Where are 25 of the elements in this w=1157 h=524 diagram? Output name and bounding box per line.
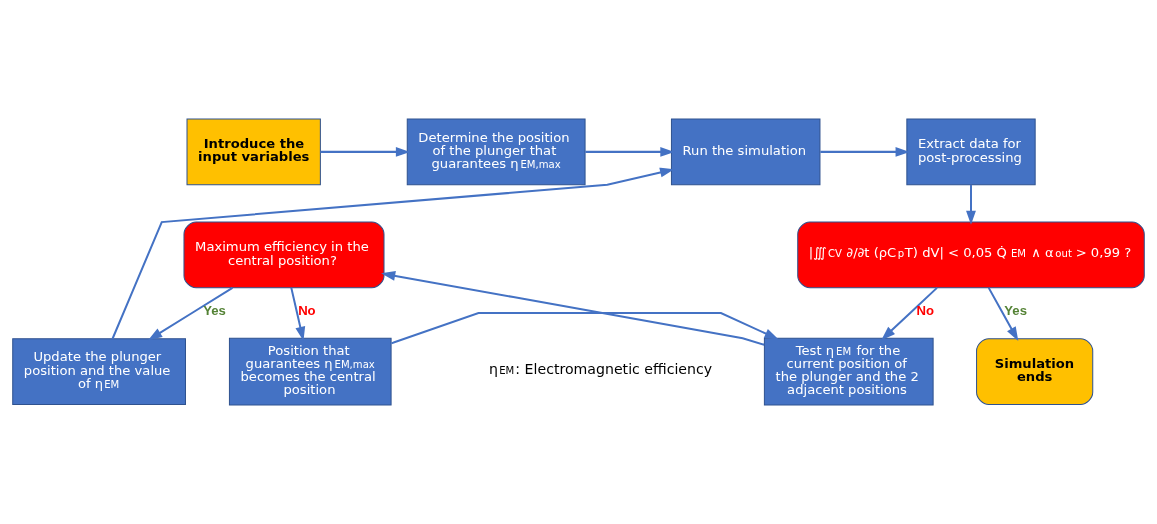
arrow bbox=[987, 287, 1019, 342]
arrow bbox=[111, 167, 675, 340]
arrow bbox=[819, 146, 910, 157]
node-box: Determine the position of the plunger that guarantees ηEM,max bbox=[406, 118, 586, 186]
edge-label: Yes bbox=[1004, 303, 1027, 319]
arrow bbox=[881, 287, 938, 341]
arrow bbox=[148, 287, 234, 341]
arrow bbox=[290, 287, 306, 342]
arrow bbox=[391, 312, 779, 345]
edge-label: No bbox=[916, 303, 934, 319]
node-box: Update the plunger position and the value of ηEM bbox=[12, 338, 186, 405]
node-box: Simulation ends bbox=[976, 338, 1094, 405]
edge-label: Yes bbox=[203, 303, 226, 319]
arrow bbox=[320, 146, 411, 157]
arrow bbox=[966, 184, 976, 225]
node-box: Run the simulation bbox=[670, 118, 821, 186]
node-box: |∭CV ∂/∂t (ρCpT) dV| < 0,05 Q̇EM ∧ αout > 0,99 ? bbox=[797, 221, 1145, 289]
arrow bbox=[381, 271, 765, 346]
edge-label: No bbox=[298, 303, 316, 319]
arrow bbox=[585, 146, 675, 157]
label: ηEM: Electromagnetic efficiency bbox=[489, 361, 713, 378]
node-box: Extract data for post-processing bbox=[906, 118, 1036, 186]
node-box: Position that guarantees ηEM,max becomes the central position bbox=[228, 337, 392, 406]
node-box: Maximum efficiency in the central position? bbox=[183, 221, 385, 289]
node-box: Introduce the input variables bbox=[186, 118, 321, 186]
